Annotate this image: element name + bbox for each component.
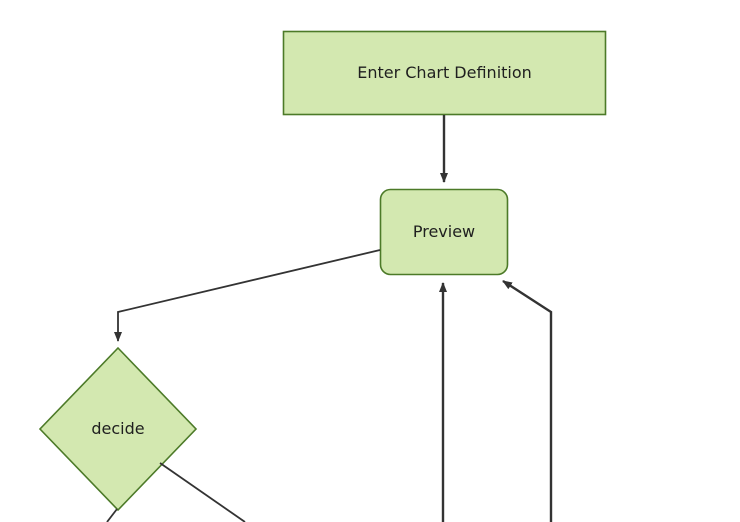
edge-decide-out-right (159, 462, 246, 522)
edge-decide-out-left (106, 508, 118, 522)
node-preview[interactable] (379, 188, 509, 276)
node-decide[interactable] (38, 346, 198, 512)
edge-bottom-right-to-preview (502, 279, 553, 522)
node-enter-chart-definition[interactable] (282, 30, 607, 116)
edge-preview-to-decide (114, 249, 381, 342)
